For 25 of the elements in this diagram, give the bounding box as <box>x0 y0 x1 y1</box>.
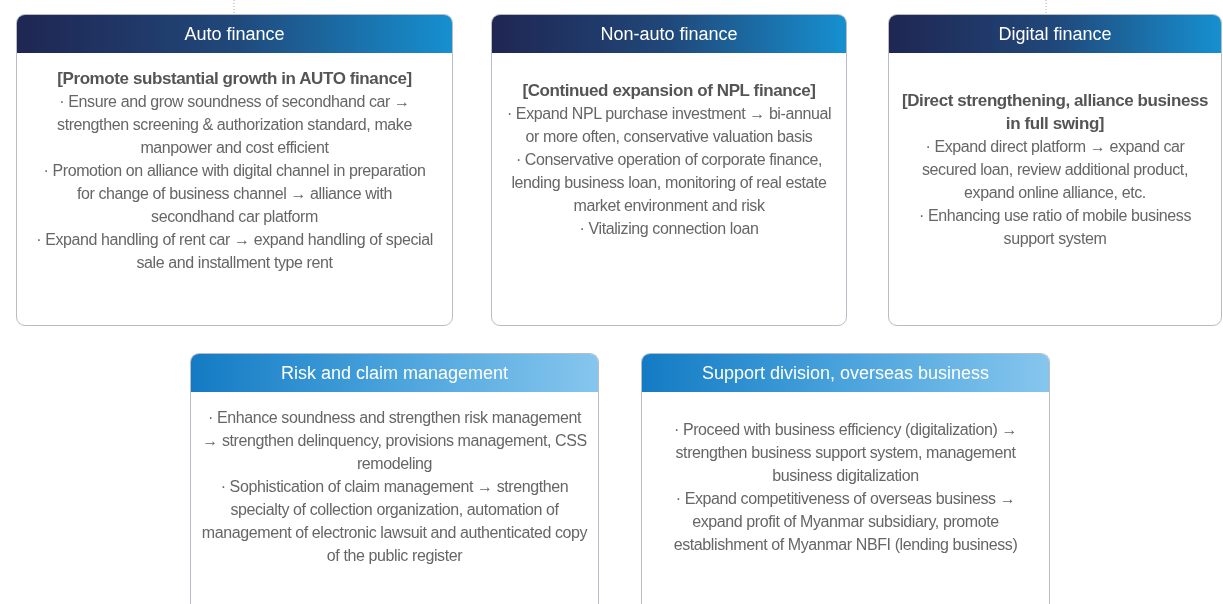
bullet-text: · Ensure and grow soundness of secondhand car → strengthen screening & authorization standard, make manpower and cost efficient <box>56 92 413 158</box>
card-header: Auto finance <box>17 15 452 53</box>
card-header: Non-auto finance <box>492 15 846 53</box>
bullet-text: · Promotion on alliance with digital channel in preparation for change of business channel → alliance with secondhand car platform <box>42 161 427 227</box>
category-card <box>641 353 1050 604</box>
bullet-text: · Expand NPL purchase investment → bi-annual or more often, conservative valuation basis <box>505 104 833 147</box>
section-heading: [Promote substantial growth in AUTO finance] <box>57 68 412 90</box>
bullet-text: · Sophistication of claim management → strengthen specialty of collection organization, automation of management of electronic lawsuit and authenticated copy of the public register <box>200 477 589 566</box>
bullet-text: · Conservative operation of corporate finance, lending business loan, monitoring of real estate market environment and risk <box>510 150 828 216</box>
card-header: Digital finance <box>889 15 1221 53</box>
bullet-text: · Expand handling of rent car → expand handling of special sale and installment type rent <box>35 230 434 273</box>
category-card <box>16 14 453 326</box>
category-card <box>888 14 1222 326</box>
bullet-text: · Expand direct platform → expand car secured loan, review additional product, expand online alliance, etc. <box>921 137 1189 203</box>
card-header: Support division, overseas business <box>642 354 1049 392</box>
bullet-text: · Enhance soundness and strengthen risk management → strengthen delinquency, provisions management, CSS remodeling <box>201 408 588 474</box>
bullet-text: · Proceed with business efficiency (digitalization) → strengthen business support system, management business digitalization <box>672 420 1019 486</box>
category-card <box>491 14 847 326</box>
category-card <box>190 353 599 604</box>
section-heading: [Continued expansion of NPL finance] <box>522 80 816 102</box>
bullet-text: · Expand competitiveness of overseas business → expand profit of Myanmar subsidiary, promote establishment of Myanmar NBFI (lending business) <box>672 489 1019 555</box>
bullet-text: · Vitalizing connection loan <box>579 219 759 239</box>
card-header: Risk and claim management <box>191 354 598 392</box>
bullet-text: · Enhancing use ratio of mobile business support system <box>917 206 1193 249</box>
section-heading: [Direct strengthening, alliance business in full swing] <box>900 90 1210 135</box>
